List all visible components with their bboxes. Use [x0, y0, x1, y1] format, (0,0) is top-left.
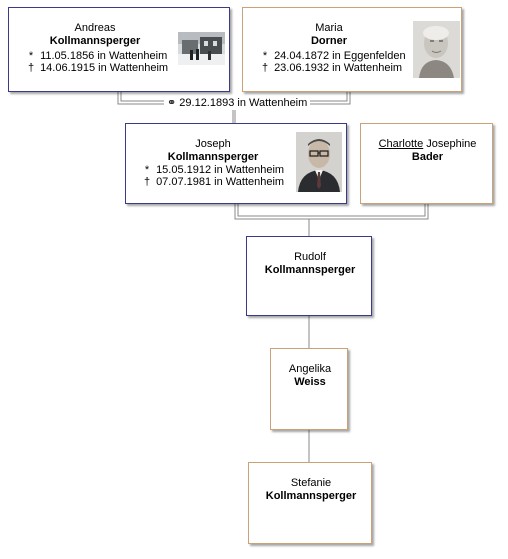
- birth-line: * 15.05.1912 in Wattenheim: [141, 164, 284, 176]
- given-name: Joseph: [195, 138, 231, 150]
- birth-symbol: *: [262, 50, 268, 62]
- birth-line: * 11.05.1856 in Wattenheim: [25, 50, 167, 62]
- birth-symbol: *: [144, 164, 150, 176]
- birth-line: * 24.04.1872 in Eggenfelden: [259, 50, 406, 62]
- given-name: Stefanie: [290, 477, 332, 489]
- death-symbol: †: [261, 62, 269, 74]
- death-text: 07.07.1981 in Wattenheim: [156, 176, 285, 188]
- person-card-maria[interactable]: Maria Dorner * 24.04.1872 in Eggenfelden…: [242, 7, 462, 92]
- given-name: Charlotte Josephine: [361, 138, 494, 151]
- person-photo-man-with-glasses: [296, 132, 342, 192]
- person-photo-elderly-woman: [413, 21, 460, 78]
- person-card-angelika[interactable]: Angelika Weiss: [270, 348, 348, 430]
- surname: Kollmannsperger: [49, 35, 141, 47]
- person-photo-winter-street: [178, 32, 225, 65]
- birth-symbol: *: [28, 50, 34, 62]
- given-name: Rudolf: [294, 251, 326, 263]
- second-given-name: Josephine: [426, 138, 477, 150]
- death-text: 14.06.1915 in Wattenheim: [40, 62, 169, 74]
- given-name: Andreas: [74, 22, 116, 34]
- birth-text: 24.04.1872 in Eggenfelden: [274, 50, 406, 62]
- given-name: Angelika: [288, 363, 332, 375]
- marriage-label: ⚭ 29.12.1893 in Wattenheim: [164, 97, 311, 110]
- marriage-symbol: ⚭: [167, 97, 177, 109]
- person-card-stefanie[interactable]: Stefanie Kollmannsperger: [248, 462, 372, 544]
- birth-text: 15.05.1912 in Wattenheim: [156, 164, 285, 176]
- death-line: † 23.06.1932 in Wattenheim: [259, 62, 402, 74]
- death-line: † 14.06.1915 in Wattenheim: [25, 62, 168, 74]
- death-line: † 07.07.1981 in Wattenheim: [141, 176, 284, 188]
- given-name: Maria: [315, 22, 343, 34]
- surname: Bader: [411, 151, 444, 163]
- person-card-joseph[interactable]: Joseph Kollmannsperger * 15.05.1912 in W…: [125, 123, 347, 204]
- surname: Kollmannsperger: [265, 490, 357, 502]
- person-card-andreas[interactable]: Andreas Kollmannsperger * 11.05.1856 in …: [8, 7, 230, 92]
- couple-bracket-outer: [234, 204, 429, 220]
- surname: Kollmannsperger: [264, 264, 356, 276]
- death-text: 23.06.1932 in Wattenheim: [274, 62, 403, 74]
- death-symbol: †: [143, 176, 151, 188]
- birth-text: 11.05.1856 in Wattenheim: [40, 50, 168, 62]
- person-card-rudolf[interactable]: Rudolf Kollmannsperger: [246, 236, 372, 316]
- call-name: Charlotte: [378, 138, 424, 150]
- surname: Dorner: [310, 35, 348, 47]
- death-symbol: †: [27, 62, 35, 74]
- surname: Kollmannsperger: [167, 151, 259, 163]
- marriage-date: 29.12.1893 in Wattenheim: [179, 97, 308, 109]
- person-card-charlotte[interactable]: Charlotte Josephine Bader: [360, 123, 493, 204]
- surname: Weiss: [294, 376, 326, 388]
